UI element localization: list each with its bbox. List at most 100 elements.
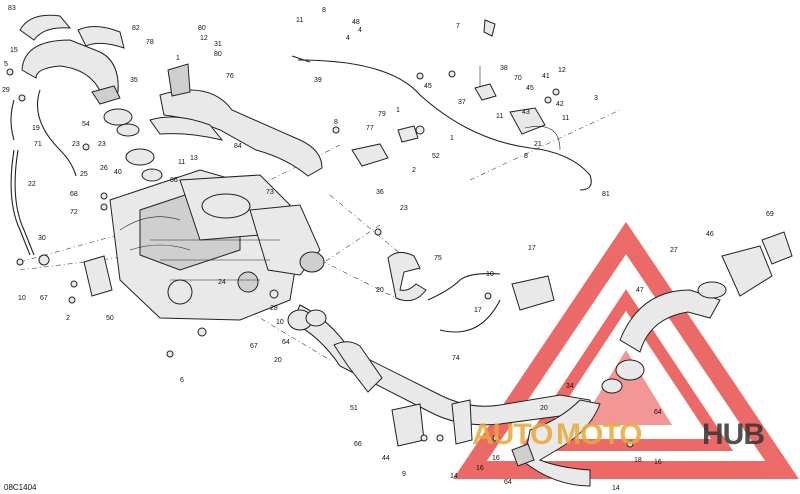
callout: 1 [450,135,454,142]
callout: 17 [528,245,536,252]
callout: 12 [558,67,566,74]
callout: 67 [250,343,258,350]
callout: 26 [100,165,108,172]
callout: 5 [4,61,8,68]
throttle-linkage [474,19,561,151]
callout: 68 [70,191,78,198]
callout: 4 [346,35,350,42]
exhaust-outlet [601,231,793,394]
callout: 29 [2,87,10,94]
callout: 70 [514,75,522,82]
callout: 34 [566,383,574,390]
callout: 14 [450,473,458,480]
callout: 44 [382,455,390,462]
callout: 23 [72,141,80,148]
callout: 8 [524,153,528,160]
callout: 24 [218,279,226,286]
callout: 50 [106,315,114,322]
callout: 16 [476,465,484,472]
callout: 77 [366,125,374,132]
callout: 38 [500,65,508,72]
callout: 64 [504,479,512,486]
callout: 37 [458,99,466,106]
callout: 82 [132,25,140,32]
callout: 14 [612,485,620,492]
callout: 80 [214,51,222,58]
callout: 39 [314,77,322,84]
watermark-logo-icon [453,221,799,479]
callout: 10 [276,319,284,326]
lower-exhaust [511,399,601,487]
callout: 31 [214,41,222,48]
small-brackets [83,255,473,447]
callout: 13 [190,155,198,162]
mounting-bracket [351,125,425,167]
callout: 18 [634,457,642,464]
callout: 28 [270,305,278,312]
callout: 75 [434,255,442,262]
callout: 52 [432,153,440,160]
air-duct-assembly [149,63,323,177]
callout: 1 [176,55,180,62]
callout: 86 [170,177,178,184]
callout: 64 [654,409,662,416]
callout: 27 [670,247,678,254]
callout: 74 [452,355,460,362]
callout: 43 [522,109,530,116]
callout: 45 [526,85,534,92]
callout: 64 [282,339,290,346]
callout: 84 [234,143,242,150]
callout: 20 [274,357,282,364]
callout: 19 [32,125,40,132]
callout: 21 [534,141,542,148]
watermark-word-auto: AUTO [472,418,553,451]
callout: 35 [130,77,138,84]
callout: 16 [654,459,662,466]
callout: 17 [474,307,482,314]
callout: 54 [82,121,90,128]
fasteners [6,68,634,448]
callout: 20 [540,405,548,412]
callout: 45 [424,83,432,90]
callout: 11 [562,115,569,122]
reference-code: 08C1404 [4,483,37,492]
callout: 83 [8,5,16,12]
callout: 8 [334,119,338,126]
callout: 41 [542,73,550,80]
callout: 22 [28,181,36,188]
callout: 46 [706,231,714,238]
engine-block [109,169,325,321]
callout: 42 [556,101,564,108]
callout: 47 [636,287,644,294]
callout: 12 [200,35,208,42]
callout: 71 [34,141,42,148]
air-intake-duct-upper [19,14,125,105]
callout: 20 [376,287,384,294]
callout: 23 [98,141,106,148]
callout: 10 [486,271,494,278]
callout: 1 [396,107,400,114]
callout: 76 [226,73,234,80]
callout: 73 [266,189,274,196]
hose-clamps [103,108,163,182]
callout: 80 [198,25,206,32]
callout: 79 [378,111,386,118]
callout: 6 [180,377,184,384]
watermark-word-moto: MOTO [556,418,642,451]
callout: 36 [376,189,384,196]
callout: 15 [10,47,18,54]
callout: 30 [38,235,46,242]
callout: 11 [496,113,503,120]
callout: 10 [18,295,26,302]
callout: 67 [40,295,48,302]
callout: 2 [66,315,70,322]
callout: 8 [322,7,326,14]
callout: 48 [352,19,360,26]
callout: 16 [492,455,500,462]
callout: 25 [80,171,88,178]
callout: 7 [456,23,460,30]
callout: 9 [402,471,406,478]
callout: 69 [766,211,774,218]
